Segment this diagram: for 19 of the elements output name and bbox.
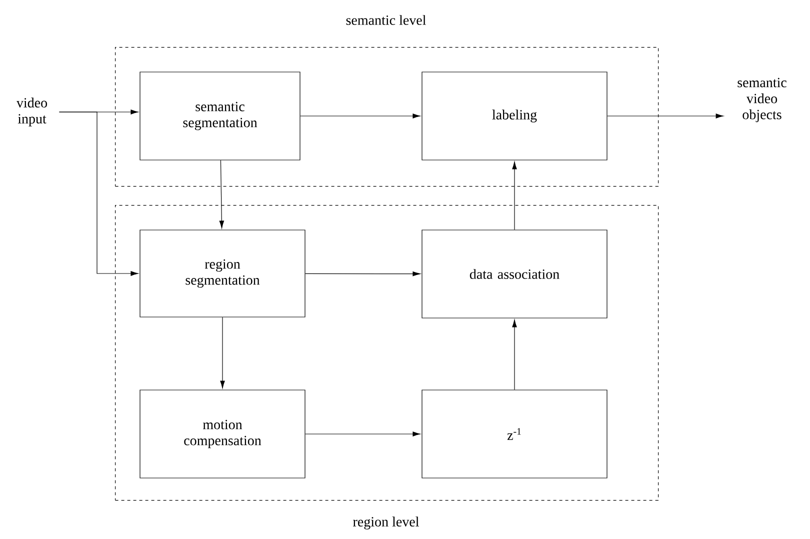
arrow xyxy=(300,114,420,118)
arrow xyxy=(219,160,224,228)
process-box: region segmentation xyxy=(140,230,306,318)
node-label: region level xyxy=(353,516,419,530)
arrow xyxy=(58,112,138,276)
arrow xyxy=(305,432,420,436)
process-box: motion compensation xyxy=(140,390,306,478)
process-box: z$^{-1}$ xyxy=(422,390,608,478)
arrow xyxy=(512,320,517,390)
process-box: labeling xyxy=(422,72,608,160)
node-label: semantic level xyxy=(346,15,426,25)
arrow xyxy=(305,271,420,276)
arrow xyxy=(607,114,724,118)
arrow xyxy=(512,162,517,230)
arrow xyxy=(220,317,225,388)
process-box: data association xyxy=(422,230,608,318)
io-label: video input xyxy=(16,98,48,126)
process-box: semantic segmentation xyxy=(140,72,300,160)
io-label: semantic video objects xyxy=(738,78,786,122)
